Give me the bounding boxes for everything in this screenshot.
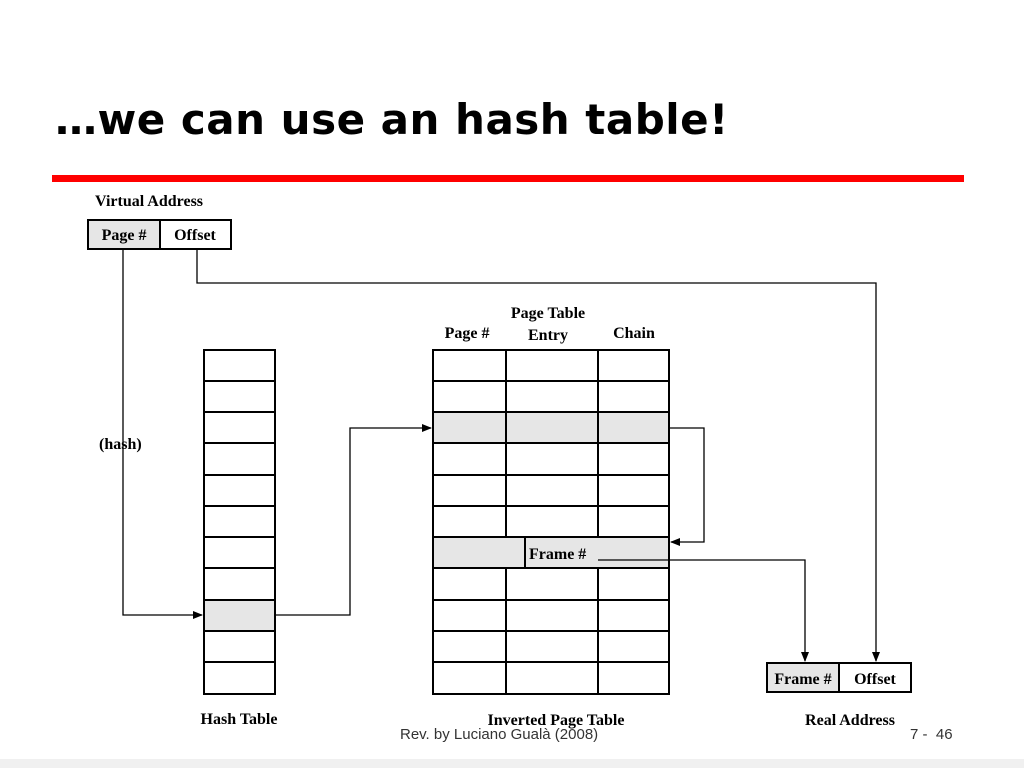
ipt-row-highlight-2	[433, 537, 669, 568]
hash-table	[203, 349, 276, 695]
inverted-page-table	[432, 349, 670, 695]
hash-to-ipt-arrow	[275, 424, 432, 616]
ipt-col-chain: Chain	[613, 325, 655, 342]
ipt-label: Inverted Page Table	[488, 712, 625, 729]
va-page-text: Page #	[102, 227, 147, 244]
connectors	[122, 249, 880, 662]
va-offset-field	[159, 219, 232, 250]
ipt-col-page: Page #	[445, 325, 490, 342]
footer-credit: Rev. by Luciano Gualà (2008)	[400, 726, 599, 743]
chain-arrow	[669, 427, 705, 546]
footer-page: 46	[935, 726, 953, 743]
hash-table-row-highlight	[204, 600, 275, 631]
offset-arrow	[196, 249, 880, 662]
ra-frame-text: Frame #	[774, 671, 831, 688]
frame-arrow	[598, 559, 809, 662]
title-divider	[52, 175, 964, 182]
ipt-frame-cell-text: Frame #	[529, 546, 586, 563]
bottom-band	[0, 759, 1024, 768]
slide-title: …we can use an hash table!	[55, 95, 729, 144]
ipt-col-pte-line2: Entry	[528, 327, 568, 344]
ra-offset-field	[838, 662, 912, 693]
hash-label: (hash)	[99, 436, 142, 453]
virtual-address-label: Virtual Address	[95, 193, 203, 210]
hash-table-label: Hash Table	[201, 711, 278, 728]
footer-page-number: 7 - 46	[910, 726, 953, 743]
real-address-label: Real Address	[805, 712, 895, 729]
ipt-row-highlight-1	[433, 412, 669, 443]
hash-arrow	[122, 249, 203, 619]
ra-offset-text: Offset	[854, 671, 896, 688]
va-offset-text: Offset	[174, 227, 216, 244]
ipt-col-pte-line1: Page Table	[511, 305, 585, 322]
footer-section: 7 -	[910, 726, 928, 743]
va-page-field	[87, 219, 161, 250]
